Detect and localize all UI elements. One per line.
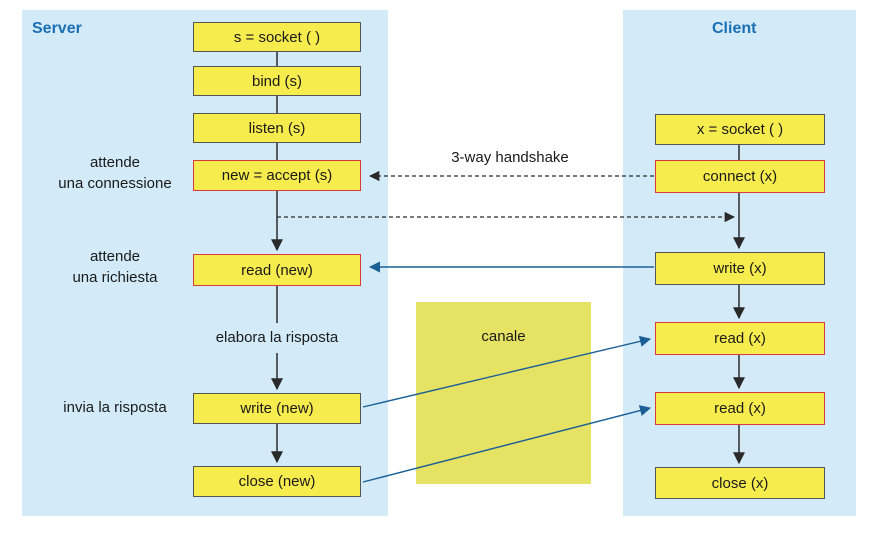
handshake-label: 3-way handshake	[451, 149, 569, 166]
server-step-close: close (new)	[193, 466, 361, 497]
client-step-write: write (x)	[655, 252, 825, 285]
label-wait-request: attende una richiesta	[40, 246, 190, 288]
client-step-read-1: read (x)	[655, 322, 825, 355]
label-wait-request-line2: una richiesta	[72, 269, 158, 286]
label-send-response: invia la risposta	[63, 399, 167, 416]
label-process-response: elabora la risposta	[197, 327, 357, 348]
client-title: Client	[712, 20, 757, 37]
server-step-bind: bind (s)	[193, 66, 361, 96]
client-step-read-2: read (x)	[655, 392, 825, 425]
server-step-socket: s = socket ( )	[193, 22, 361, 52]
label-wait-connection-line1: attende	[89, 154, 141, 171]
server-step-read: read (new)	[193, 254, 361, 286]
label-wait-request-line1: attende	[89, 248, 141, 265]
channel-box	[416, 302, 591, 484]
client-step-close: close (x)	[655, 467, 825, 499]
client-step-connect: connect (x)	[655, 160, 825, 193]
channel-label: canale	[481, 328, 526, 345]
server-step-write: write (new)	[193, 393, 361, 424]
data-arrow-server-write-to-client-read	[362, 335, 652, 408]
server-step-accept: new = accept (s)	[193, 160, 361, 191]
label-wait-connection: attende una connessione	[40, 152, 190, 194]
server-step-listen: listen (s)	[193, 113, 361, 143]
client-step-socket: x = socket ( )	[655, 114, 825, 145]
label-wait-connection-line2: una connessione	[58, 175, 172, 192]
server-title: Server	[32, 20, 82, 37]
data-arrow-server-close-to-client-read	[362, 405, 652, 483]
